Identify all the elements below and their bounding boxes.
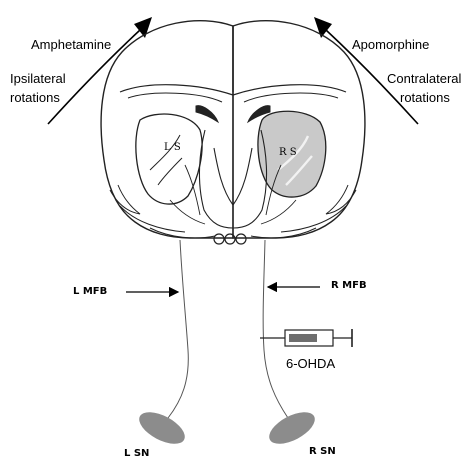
toxin-label: 6-OHDA: [286, 356, 335, 371]
syringe-icon: [260, 329, 352, 347]
left-sn-label: L SN: [124, 448, 149, 459]
contralateral-label: Contralateral: [387, 71, 461, 86]
optic-structures: [214, 234, 246, 244]
left-striatum-label: L S: [164, 142, 181, 153]
ipsilateral-rotations-label: rotations: [10, 90, 60, 105]
contralateral-rotations-label: rotations: [400, 90, 450, 105]
left-mfb-pathway: [168, 240, 188, 418]
amphetamine-label: Amphetamine: [31, 37, 111, 52]
right-sn-label: R SN: [309, 446, 336, 457]
right-striatum-label: R S: [279, 147, 297, 158]
right-mfb-label: R MFB: [331, 280, 367, 291]
apomorphine-label: Apomorphine: [352, 37, 429, 52]
left-substantia-nigra: [134, 406, 189, 451]
left-mfb-label: L MFB: [73, 286, 107, 297]
right-substantia-nigra: [264, 406, 319, 451]
left-striatum: [136, 114, 202, 204]
ipsilateral-label: Ipsilateral: [10, 71, 66, 86]
right-mfb-pathway: [263, 240, 288, 418]
